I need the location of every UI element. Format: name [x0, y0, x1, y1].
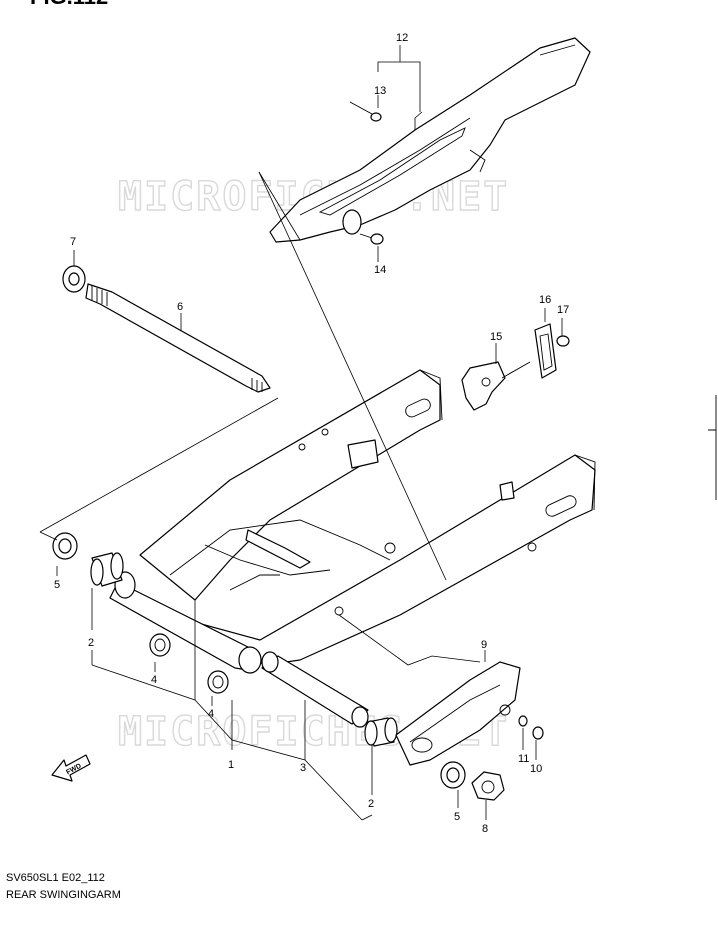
callout-4-upper: 4 — [151, 674, 157, 686]
bush-part-5-left — [52, 532, 78, 560]
callout-8: 8 — [482, 823, 488, 835]
nut-part-17 — [556, 335, 570, 347]
bolt-part-10 — [532, 726, 544, 740]
callout-5-left: 5 — [54, 579, 60, 591]
callout-2-right: 2 — [368, 798, 374, 810]
rivet-part-13 — [349, 101, 382, 122]
callout-5-right: 5 — [454, 811, 460, 823]
bush-part-5-right — [440, 761, 466, 789]
adjuster-plate-part-15 — [461, 361, 531, 411]
chain-case — [269, 37, 591, 243]
screw-part-14 — [359, 233, 384, 245]
nut-part-8 — [471, 771, 505, 801]
cover-part-9 — [395, 661, 521, 766]
callout-14: 14 — [374, 264, 386, 276]
callout-3: 3 — [300, 762, 306, 774]
callout-11: 11 — [518, 753, 529, 765]
diagram-caption: REAR SWINGINGARM — [6, 889, 121, 901]
callout-2-left: 2 — [88, 637, 94, 649]
callout-7: 7 — [70, 236, 76, 248]
washer-part-11 — [518, 715, 528, 727]
callout-6: 6 — [177, 301, 183, 313]
model-code: SV650SL1 E02_112 — [6, 872, 105, 884]
callout-4-lower: 4 — [208, 708, 214, 720]
callout-12: 12 — [396, 32, 408, 44]
bearing-part-4-upper — [149, 633, 171, 657]
bearing-part-2-left — [90, 552, 124, 587]
callout-10: 10 — [530, 763, 542, 775]
callout-15: 15 — [490, 331, 502, 343]
leader-lines — [39, 45, 563, 821]
callout-13: 13 — [374, 85, 386, 97]
nut-part-7 — [62, 265, 86, 293]
spacer-part-3 — [261, 651, 369, 728]
swingarm-part-1 — [109, 369, 596, 674]
callout-9: 9 — [481, 639, 487, 651]
pivot-shaft-part-6 — [85, 283, 271, 393]
callout-16: 16 — [539, 294, 551, 306]
bearing-part-2-right — [364, 717, 398, 747]
callout-17: 17 — [557, 304, 569, 316]
bearing-part-4-lower — [207, 670, 229, 694]
chain-adjuster-part-16 — [534, 323, 557, 379]
fwd-arrow-icon: FWD — [51, 754, 91, 782]
figure-title: FIG.112 — [30, 0, 108, 9]
callout-1: 1 — [228, 759, 234, 771]
